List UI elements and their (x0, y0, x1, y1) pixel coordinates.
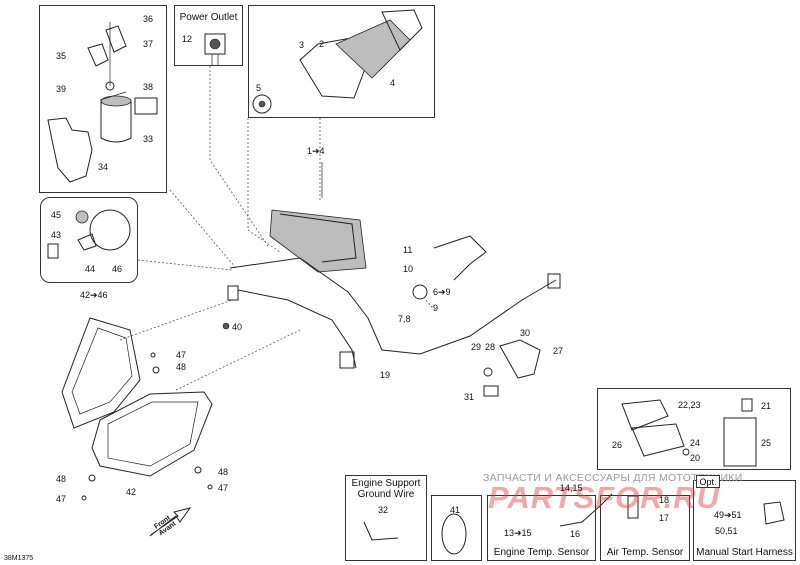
callout: 2 (319, 39, 325, 49)
optional-badge: Opt. (696, 475, 720, 488)
callout: 44 (85, 264, 96, 274)
callout: 14,15 (560, 483, 583, 493)
callout: 28 (485, 342, 496, 352)
callout: 18 (659, 495, 670, 505)
callout: 48 (218, 467, 229, 477)
engine-support-caption: Engine Support Ground Wire (351, 478, 421, 500)
callout: 32 (378, 505, 389, 515)
callout: 20 (690, 453, 701, 463)
callout: 1➔4 (307, 146, 325, 156)
manual-start-box (693, 480, 796, 561)
module-box (597, 388, 791, 470)
callout: 47 (56, 494, 67, 504)
front-arrow (149, 507, 192, 537)
callout: 43 (51, 230, 62, 240)
bottom-parts (363, 493, 785, 555)
engine-temp-box (487, 495, 596, 561)
main-gauge (269, 209, 367, 273)
callout: 29 (471, 342, 482, 352)
air-temp-box (600, 495, 690, 561)
callout: 38 (143, 82, 154, 92)
callout: 21 (761, 401, 772, 411)
callout: 24 (690, 438, 701, 448)
instrument-cluster (252, 9, 423, 114)
callout: 46 (112, 264, 123, 274)
power-outlet-part (204, 33, 226, 66)
callout: 37 (143, 39, 154, 49)
callout: 39 (56, 84, 67, 94)
manual-start-caption: Manual Start Harness (696, 547, 793, 558)
callout: 25 (761, 438, 772, 448)
engine-temp-caption: Engine Temp. Sensor (493, 547, 590, 558)
callout: 16 (570, 529, 581, 539)
callout: 19 (380, 370, 391, 380)
callout: 6➔9 (433, 287, 451, 297)
callout: 33 (143, 134, 154, 144)
control-module (621, 398, 757, 467)
callout: 9 (433, 303, 439, 313)
callout: 10 (403, 264, 414, 274)
callout: 48 (176, 362, 187, 372)
callout: 50,51 (715, 526, 738, 536)
callout: 42 (126, 487, 137, 497)
callout: 41 (450, 505, 461, 515)
callout: 13➔15 (504, 528, 532, 538)
spark-loop-box (431, 495, 482, 561)
callout: 48 (56, 474, 67, 484)
callout: 26 (612, 440, 623, 450)
battery-assembly (47, 22, 158, 183)
watermark-subtitle: ЗАПЧАСТИ И АКСЕССУАРЫ ДЛЯ МОТОТЕХНИКИ (483, 472, 743, 484)
callout: 49➔51 (714, 510, 742, 520)
callout: 3 (299, 40, 305, 50)
callout: 47 (176, 350, 187, 360)
instrument-box (248, 5, 435, 118)
callout: 47 (218, 483, 229, 493)
leader-lines (99, 66, 437, 391)
callout: 5 (256, 83, 262, 93)
callout: 40 (232, 322, 243, 332)
power-outlet-box (174, 5, 243, 66)
callout: 11 (403, 245, 413, 255)
callout: 17 (659, 513, 670, 523)
figure-id: 38M1375 (4, 555, 34, 562)
engine-support-box (345, 475, 427, 561)
callout: 42➔46 (80, 290, 108, 300)
callout: 30 (520, 328, 531, 338)
battery-box (39, 5, 167, 193)
callout: 45 (51, 210, 62, 220)
callout: 36 (143, 14, 154, 24)
callout: 35 (56, 51, 67, 61)
wiring-harness (227, 235, 561, 369)
power-outlet-caption: Power Outlet (179, 12, 238, 23)
callout: 31 (464, 392, 475, 402)
headlight-housing-box (40, 197, 138, 283)
watermark-logo: PARTSFOR.RU (488, 480, 721, 515)
air-temp-caption: Air Temp. Sensor (606, 547, 684, 558)
callout: 12 (182, 34, 193, 44)
headlights (61, 317, 213, 477)
callout: 27 (553, 346, 564, 356)
headlight-housing-part (47, 209, 131, 259)
callout: 22,23 (678, 400, 701, 410)
fasteners (81, 322, 541, 501)
callout: 4 (390, 78, 396, 88)
callout: 34 (98, 162, 109, 172)
callout: 7,8 (398, 314, 411, 324)
